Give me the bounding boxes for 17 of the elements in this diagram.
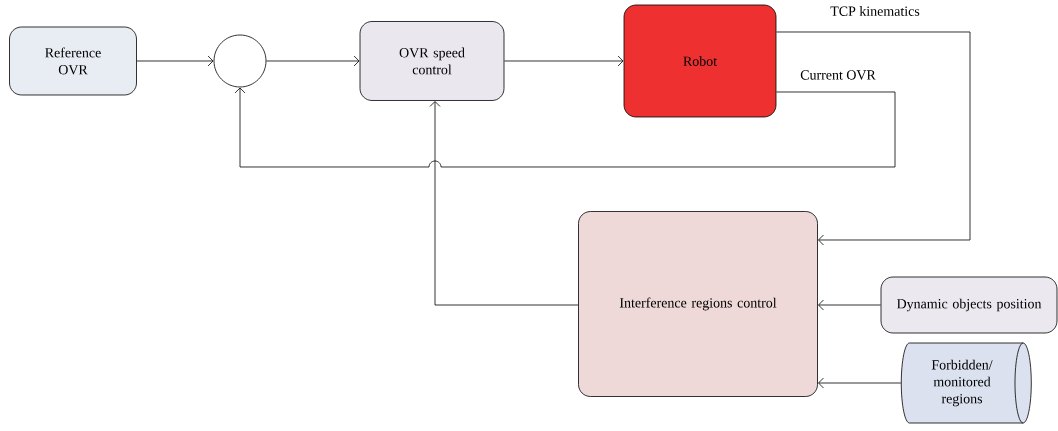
arrow — [504, 55, 624, 67]
arrow — [776, 31, 971, 246]
arrow — [818, 299, 881, 311]
process-box: Interference regions control — [578, 211, 818, 397]
process-box: OVR speed control — [359, 21, 505, 101]
arrow — [818, 377, 902, 389]
input-box: Dynamic objects position — [880, 276, 1058, 334]
robot-box: Robot — [623, 4, 777, 118]
summing-junction — [213, 34, 267, 88]
process-box: Reference OVR — [9, 26, 137, 96]
edge-label: TCP kinematics — [829, 5, 921, 17]
database-cylinder: Forbidden/ monitored regions — [900, 342, 1032, 424]
arrow — [136, 55, 214, 67]
edge-label: Current OVR — [799, 69, 877, 81]
arrow — [266, 55, 360, 67]
arrow — [234, 87, 896, 168]
arrow — [429, 101, 579, 306]
